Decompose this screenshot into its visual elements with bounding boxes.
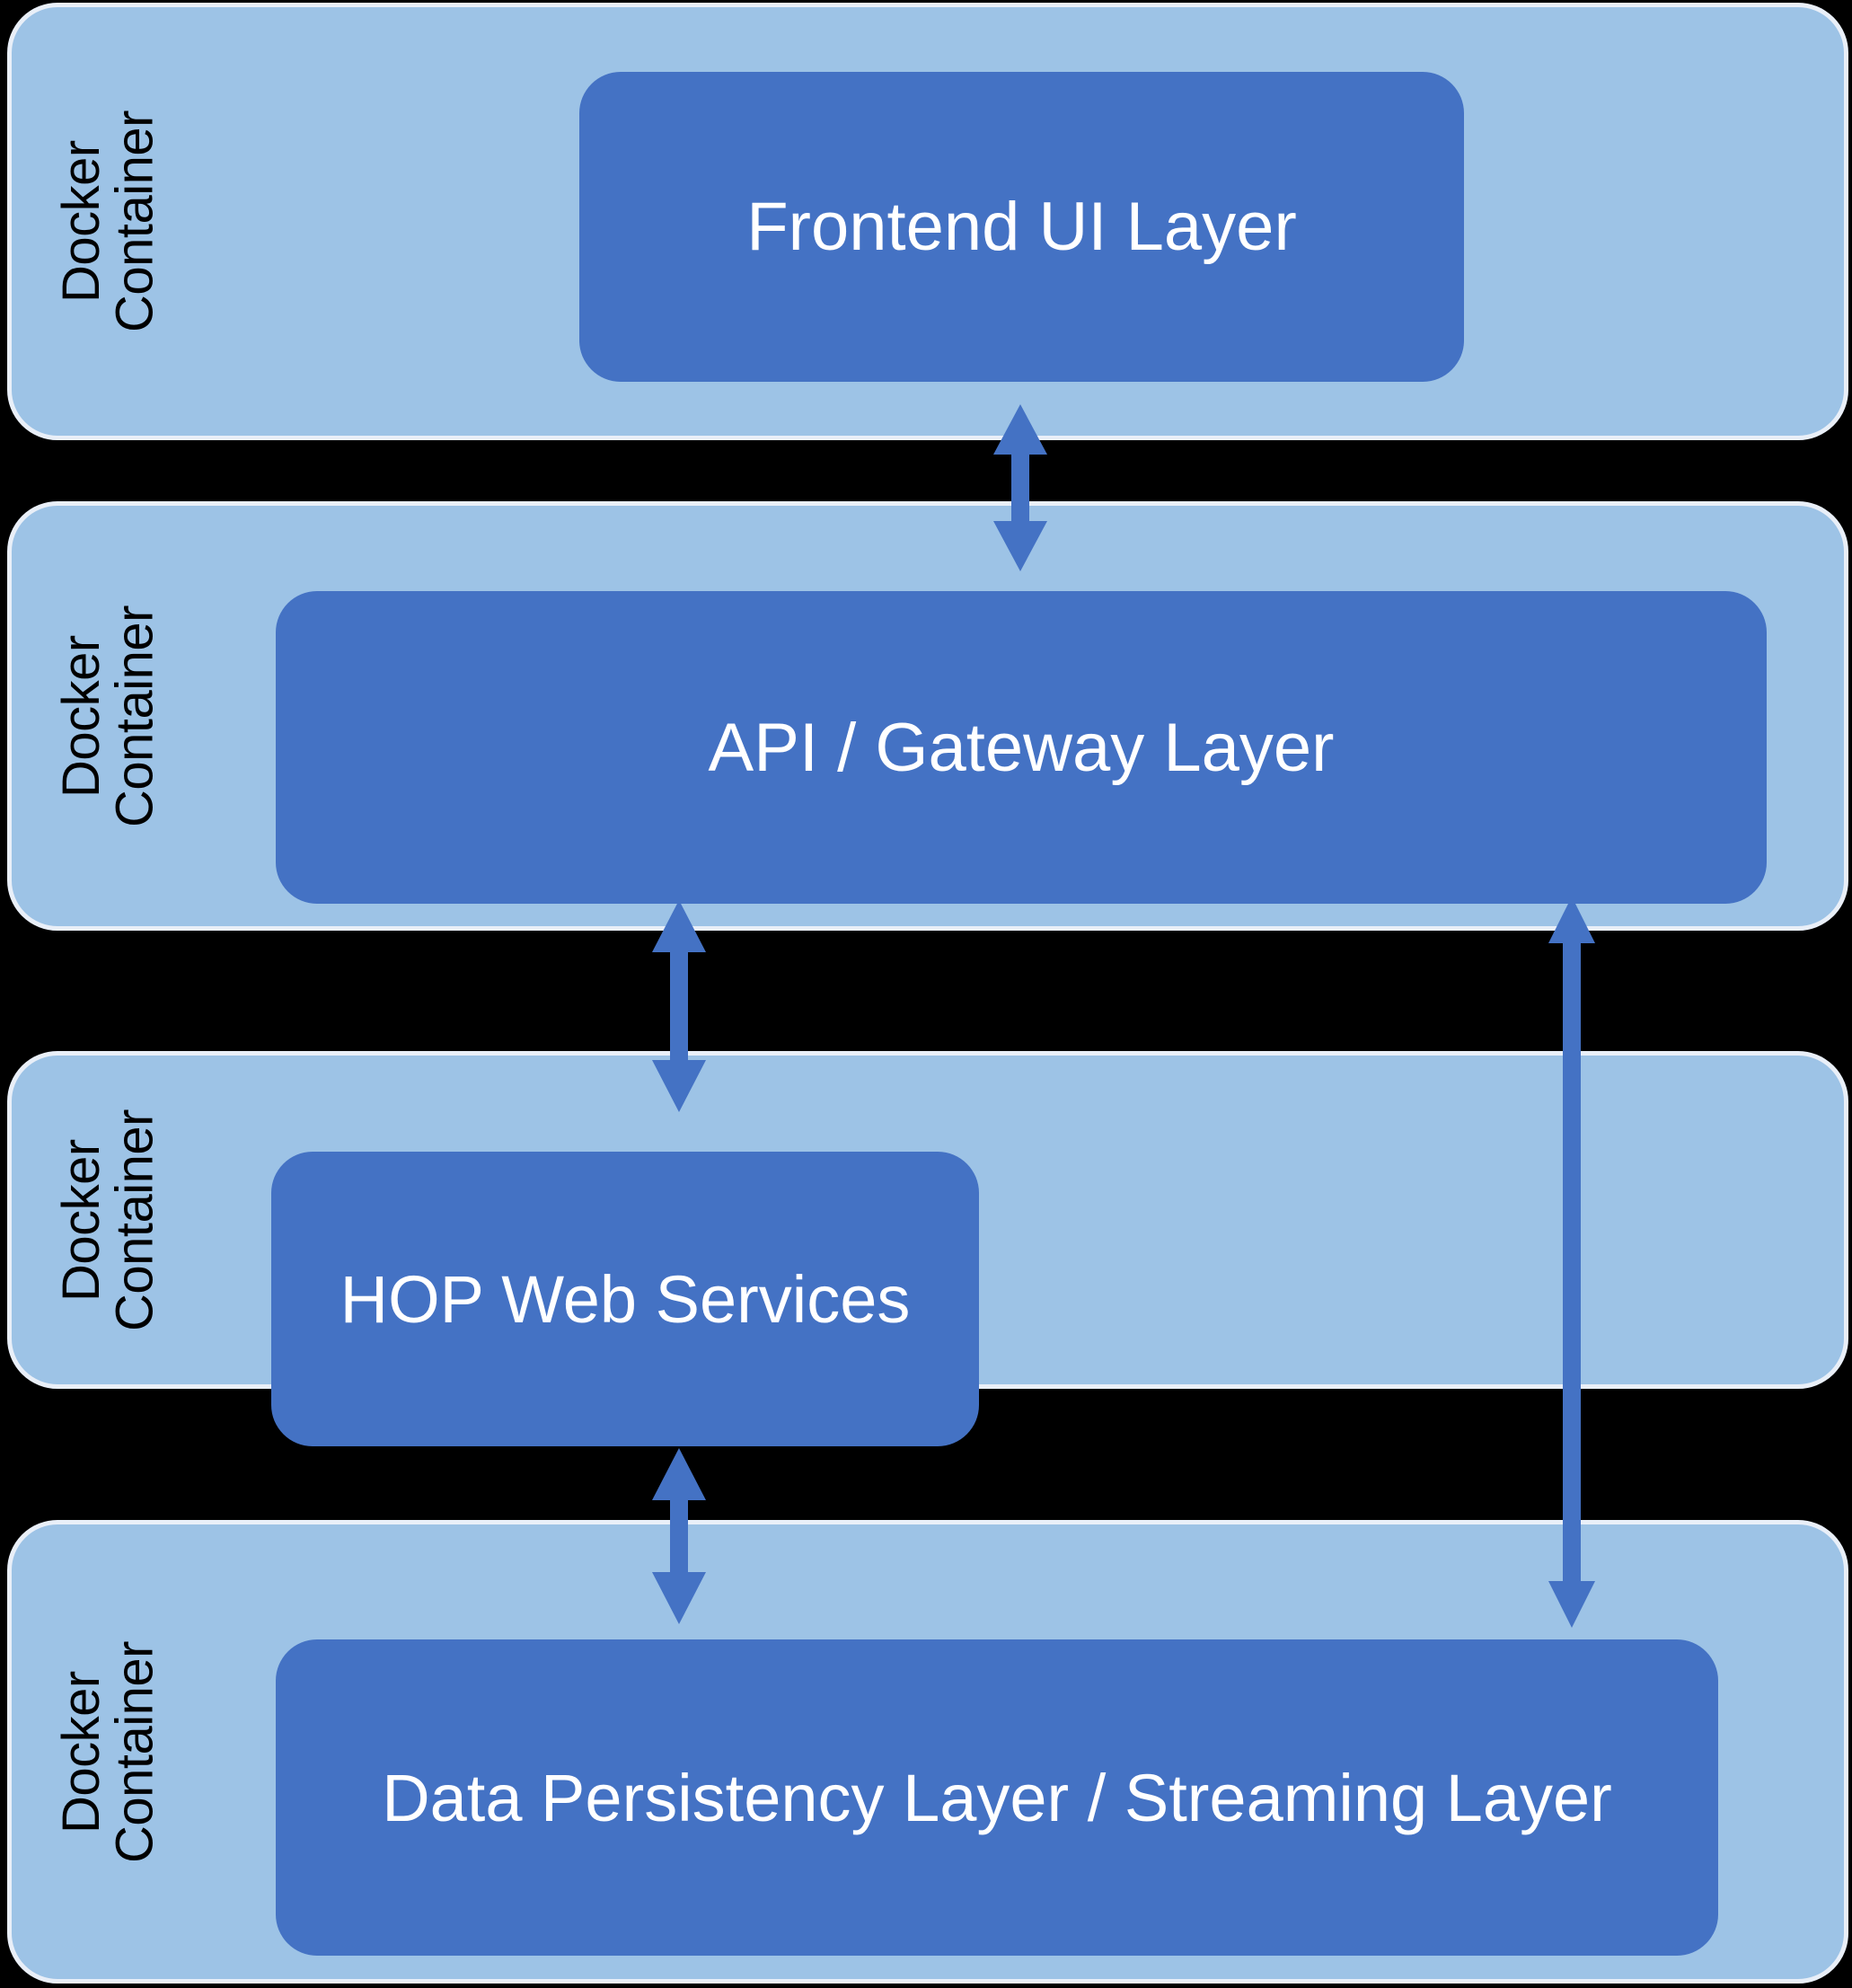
frontend-ui-layer-box[interactable]: Frontend UI Layer <box>579 72 1464 382</box>
docker-container-2[interactable]: Docker Container API / Gateway Layer <box>7 501 1848 931</box>
docker-container-1-label: Docker Container <box>52 110 164 332</box>
api-gateway-layer-box[interactable]: API / Gateway Layer <box>276 591 1767 904</box>
data-persistency-streaming-layer-box[interactable]: Data Persistency Layer / Streaming Layer <box>276 1639 1718 1956</box>
docker-container-2-label: Docker Container <box>52 605 164 827</box>
docker-container-1[interactable]: Docker Container Frontend UI Layer <box>7 3 1848 440</box>
frontend-ui-layer-label: Frontend UI Layer <box>746 189 1297 265</box>
hop-web-services-label: HOP Web Services <box>340 1261 911 1337</box>
docker-container-3-label: Docker Container <box>52 1109 164 1331</box>
data-persistency-streaming-layer-label: Data Persistency Layer / Streaming Layer <box>382 1760 1612 1835</box>
hop-web-services-box[interactable]: HOP Web Services <box>271 1152 979 1446</box>
docker-container-4-label: Docker Container <box>52 1640 164 1863</box>
api-gateway-layer-label: API / Gateway Layer <box>708 709 1335 786</box>
docker-container-4[interactable]: Docker Container Data Persistency Layer … <box>7 1520 1848 1984</box>
